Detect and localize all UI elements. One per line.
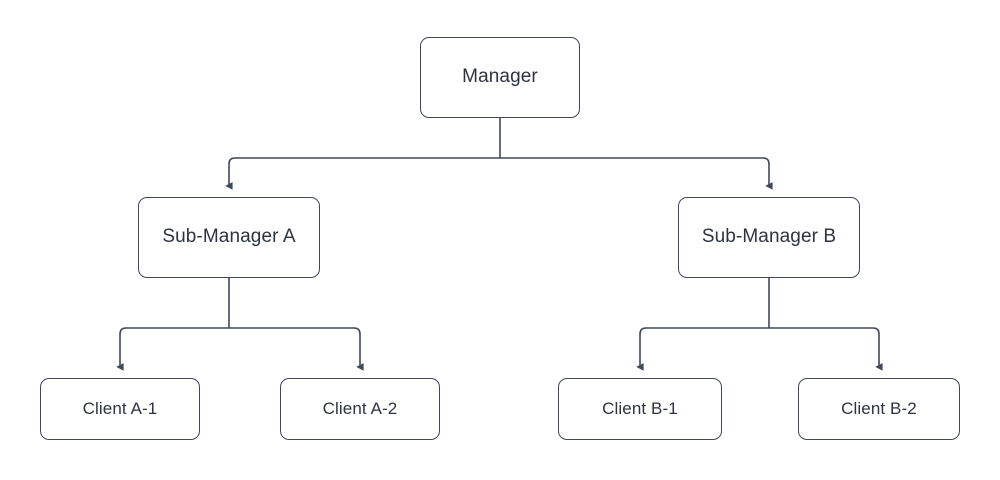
node-sub-manager-a-label: Sub-Manager A bbox=[162, 226, 296, 248]
edge-manager-to-sub-manager-b bbox=[500, 157, 773, 190]
edge-manager-to-sub-manager-a bbox=[225, 157, 500, 190]
node-manager[interactable]: Manager bbox=[420, 37, 580, 118]
node-client-b-1-label: Client B-1 bbox=[602, 398, 678, 418]
node-client-a-1-label: Client A-1 bbox=[82, 398, 158, 418]
node-client-b-1[interactable]: Client B-1 bbox=[558, 378, 722, 440]
edge-sub-manager-b-to-client-b-2 bbox=[769, 327, 883, 371]
node-sub-manager-b[interactable]: Sub-Manager B bbox=[678, 197, 860, 278]
node-client-b-2-label: Client B-2 bbox=[841, 398, 917, 418]
node-sub-manager-a[interactable]: Sub-Manager A bbox=[138, 197, 320, 278]
node-client-b-2[interactable]: Client B-2 bbox=[798, 378, 960, 440]
edge-sub-manager-b-to-client-b-1 bbox=[636, 327, 769, 371]
node-client-a-2-label: Client A-2 bbox=[322, 398, 398, 418]
edge-sub-manager-a-to-client-a-1 bbox=[116, 327, 229, 371]
node-sub-manager-b-label: Sub-Manager B bbox=[701, 226, 837, 248]
edge-sub-manager-a-to-client-a-2 bbox=[229, 327, 364, 371]
node-client-a-2[interactable]: Client A-2 bbox=[280, 378, 440, 440]
node-manager-label: Manager bbox=[462, 66, 538, 88]
node-client-a-1[interactable]: Client A-1 bbox=[40, 378, 200, 440]
